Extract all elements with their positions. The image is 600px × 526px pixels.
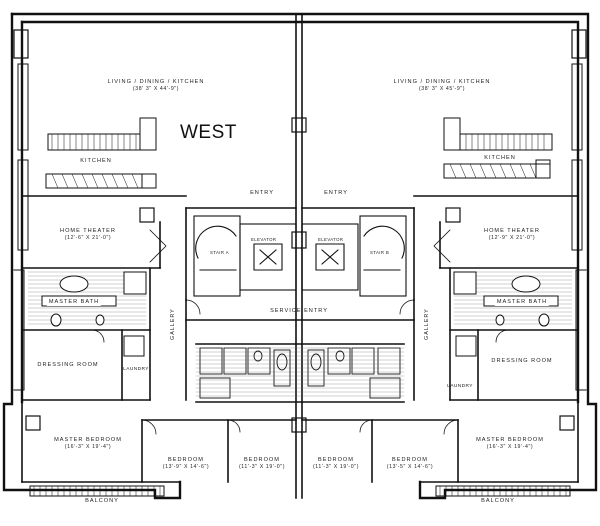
room-bedroom-2: BEDROOM (11'-3" X 19'-0")	[239, 457, 285, 470]
room-master-bed-left: MASTER BEDROOM (16'-3" X 19'-4")	[54, 437, 122, 450]
room-dims: (13'-5" X 14'-6")	[386, 464, 434, 470]
room-bedroom-3: BEDROOM (11'-3" X 19'-0")	[313, 457, 359, 470]
room-dims: (38' 3" X 44'-9")	[132, 86, 180, 92]
room-gallery-left: GALLERY	[170, 308, 176, 340]
interior-walls	[21, 195, 579, 483]
kitchen-counters	[45, 117, 553, 189]
room-balcony-right: BALCONY	[481, 498, 515, 504]
room-bedroom-4: BEDROOM (13'-5" X 14'-6")	[387, 457, 433, 470]
room-name: LIVING / DINING / KITCHEN	[393, 79, 491, 85]
room-dims: (12'-6" X 21'-0")	[64, 235, 112, 241]
room-dims: (13'-9" X 14'-6")	[162, 464, 210, 470]
room-service-entry: SERVICE ENTRY	[270, 308, 328, 314]
room-name: MASTER BEDROOM	[476, 437, 544, 443]
room-theater-left: HOME THEATER (12'-6" X 21'-0")	[60, 228, 116, 241]
room-dressing-left: DRESSING ROOM	[37, 362, 99, 368]
room-kitchen-left: KITCHEN	[80, 158, 112, 164]
room-laundry-left: LAUNDRY	[123, 367, 149, 372]
room-dims: (16'-3" X 19'-4")	[64, 444, 112, 450]
balconies	[29, 485, 571, 497]
room-kitchen-right: KITCHEN	[484, 155, 516, 161]
room-master-bath-right: MASTER BATH	[494, 299, 550, 306]
room-entry-right: ENTRY	[324, 190, 348, 196]
room-name: HOME THEATER	[60, 228, 116, 234]
room-stair-b: STAIR B	[370, 250, 390, 255]
room-laundry-right: LAUNDRY	[447, 384, 473, 389]
room-bedroom-1: BEDROOM (13'-9" X 14'-6")	[163, 457, 209, 470]
room-dims: (38' 3" X 45'-9")	[418, 86, 466, 92]
exterior-walls	[2, 12, 598, 500]
room-stair-a: STAIR A	[210, 250, 229, 255]
bath-fixtures	[199, 347, 401, 399]
room-dressing-right: DRESSING ROOM	[491, 358, 553, 364]
room-dims: (12'-9" X 21'-0")	[488, 235, 536, 241]
room-name: BEDROOM	[168, 457, 204, 463]
room-living-left: LIVING / DINING / KITCHEN (38' 3" X 44'-…	[108, 79, 205, 92]
room-dims: (16'-3" X 19'-4")	[486, 444, 534, 450]
room-master-bed-right: MASTER BEDROOM (16'-3" X 19'-4")	[476, 437, 544, 450]
room-name: BEDROOM	[244, 457, 280, 463]
room-name: MASTER BEDROOM	[54, 437, 122, 443]
room-balcony-left: BALCONY	[85, 498, 119, 504]
room-master-bath-left: MASTER BATH	[46, 299, 102, 306]
room-name: BEDROOM	[318, 457, 354, 463]
room-entry-left: ENTRY	[250, 190, 274, 196]
room-name: BEDROOM	[392, 457, 428, 463]
room-dims: (11'-3" X 19'-0")	[238, 464, 286, 470]
central-wall	[295, 13, 303, 499]
room-living-right: LIVING / DINING / KITCHEN (38' 3" X 45'-…	[394, 79, 491, 92]
door-swings	[91, 229, 509, 435]
wing-label: WEST	[180, 122, 237, 143]
room-gallery-right: GALLERY	[424, 308, 430, 340]
window-jambs	[13, 63, 587, 391]
room-elevator-left: ELEVATOR	[251, 237, 277, 242]
room-name: HOME THEATER	[484, 228, 540, 234]
room-elevator-right: ELEVATOR	[318, 237, 344, 242]
room-name: LIVING / DINING / KITCHEN	[107, 79, 205, 85]
room-dims: (11'-3" X 19'-0")	[312, 464, 360, 470]
room-theater-right: HOME THEATER (12'-9" X 21'-0")	[484, 228, 540, 241]
core	[193, 215, 407, 297]
columns	[13, 29, 587, 433]
